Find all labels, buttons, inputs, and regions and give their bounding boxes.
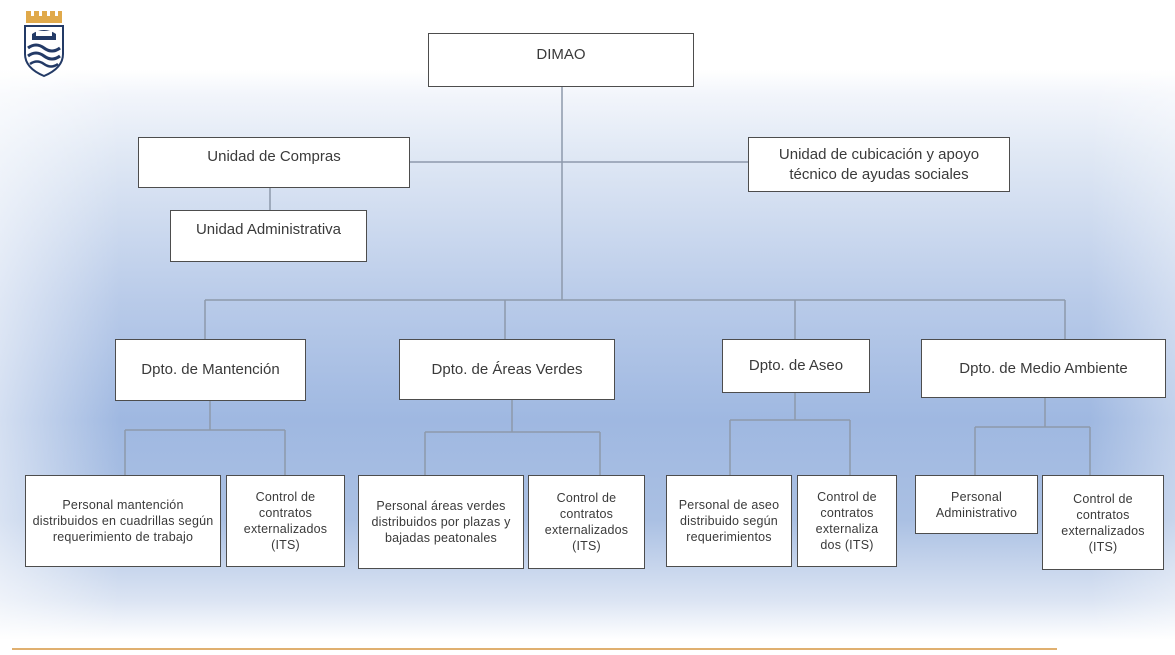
node-dpto-mantencion: Dpto. de Mantención [115,339,306,401]
node-root: DIMAO [428,33,694,87]
node-dpto-areas-verdes: Dpto. de Áreas Verdes [399,339,615,400]
node-personal-administrativo: Personal Administrativo [915,475,1038,534]
footer-rule [12,648,1057,650]
node-control-contratos-medio-ambiente: Control de contratos externalizados (ITS… [1042,475,1164,570]
node-control-contratos-areas-verdes: Control de contratos externalizados (ITS… [528,475,645,569]
node-control-contratos-mantencion: Control de contratos externalizados (ITS… [226,475,345,567]
node-unidad-administrativa: Unidad Administrativa [170,210,367,262]
node-personal-areas-verdes: Personal áreas verdes distribuidos por p… [358,475,524,569]
node-unidad-compras: Unidad de Compras [138,137,410,188]
municipal-crest-icon [24,11,64,78]
node-personal-mantencion: Personal mantención distribuidos en cuad… [25,475,221,567]
node-unidad-cubicacion: Unidad de cubicación y apoyo técnico de … [748,137,1010,192]
node-personal-aseo: Personal de aseo distribuido según reque… [666,475,792,567]
node-control-contratos-aseo: Control de contratos externaliza dos (IT… [797,475,897,567]
node-dpto-aseo: Dpto. de Aseo [722,339,870,393]
node-dpto-medio-ambiente: Dpto. de Medio Ambiente [921,339,1166,398]
